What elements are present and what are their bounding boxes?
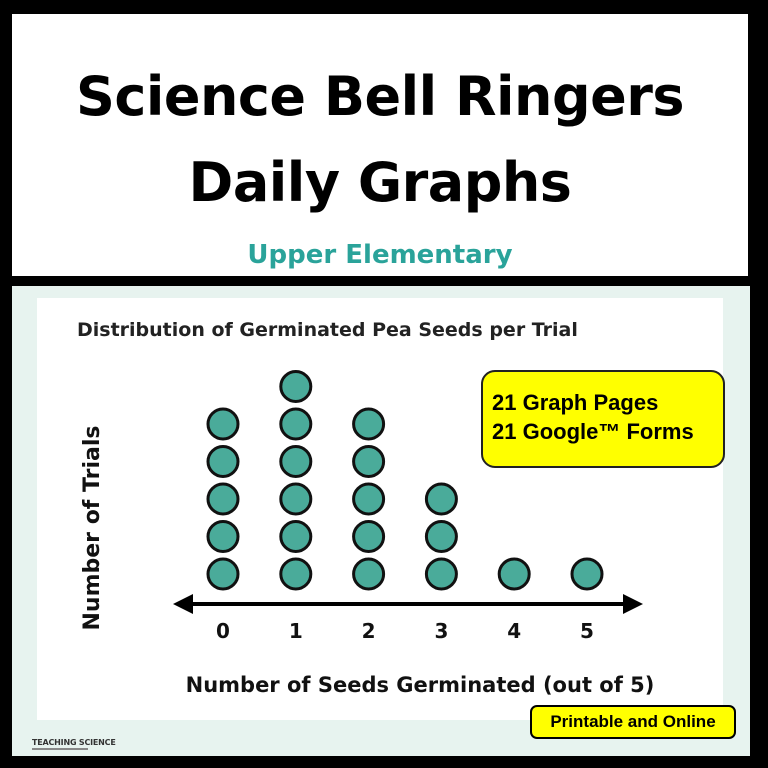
data-dot [206,445,240,478]
x-axis-left-arrow [173,594,193,614]
data-dot [279,407,313,441]
graph-pages-label: 21 Graph Pages [492,390,659,415]
data-dot [424,482,458,516]
data-dot [206,482,240,516]
printable-online-badge: Printable and Online [530,705,736,739]
teaching-science-logo: TEACHING SCIENCE [32,738,116,754]
data-dot [424,520,458,553]
page-subtitle: Upper Elementary [247,240,513,270]
data-dot [352,407,386,441]
data-dot [352,445,386,478]
data-dot [279,445,313,478]
graph-pages-badge: 21 Graph Pages 21 Google™ Forms [481,370,725,468]
x-axis-label: Number of Seeds Germinated (out of 5) [186,673,655,697]
x-tick-label: 3 [434,619,448,643]
google-forms-label: 21 Google™ Forms [492,419,694,444]
logo-underline [32,748,88,750]
data-dot [279,370,313,403]
x-tick-label: 5 [580,619,594,643]
data-dot [279,520,313,553]
page-title-line-2: Daily Graphs [188,151,572,214]
dot-plot-chart: Distribution of Germinated Pea Seeds per… [77,319,655,697]
header-panel: Science Bell Ringers Daily Graphs Upper … [12,14,748,276]
data-dot [424,557,458,591]
x-axis-right-arrow [623,594,643,614]
page-title-line-1: Science Bell Ringers [75,65,685,128]
data-dot [206,407,240,441]
chart-area: Distribution of Germinated Pea Seeds per… [37,298,723,720]
chart-title: Distribution of Germinated Pea Seeds per… [77,319,578,341]
data-dot [352,557,386,591]
data-dot [352,482,386,516]
x-tick-label: 0 [216,619,230,643]
data-dot [206,557,240,591]
data-dot [206,520,240,553]
x-tick-label: 2 [362,619,376,643]
data-dot [279,482,313,516]
data-dot [497,557,531,591]
x-tick-label: 4 [507,619,521,643]
logo-text: TEACHING SCIENCE [32,738,116,747]
data-dot [570,557,604,591]
y-axis-label: Number of Trials [80,426,105,631]
x-tick-label: 1 [289,619,303,643]
data-dot [352,520,386,553]
data-dot [279,557,313,591]
